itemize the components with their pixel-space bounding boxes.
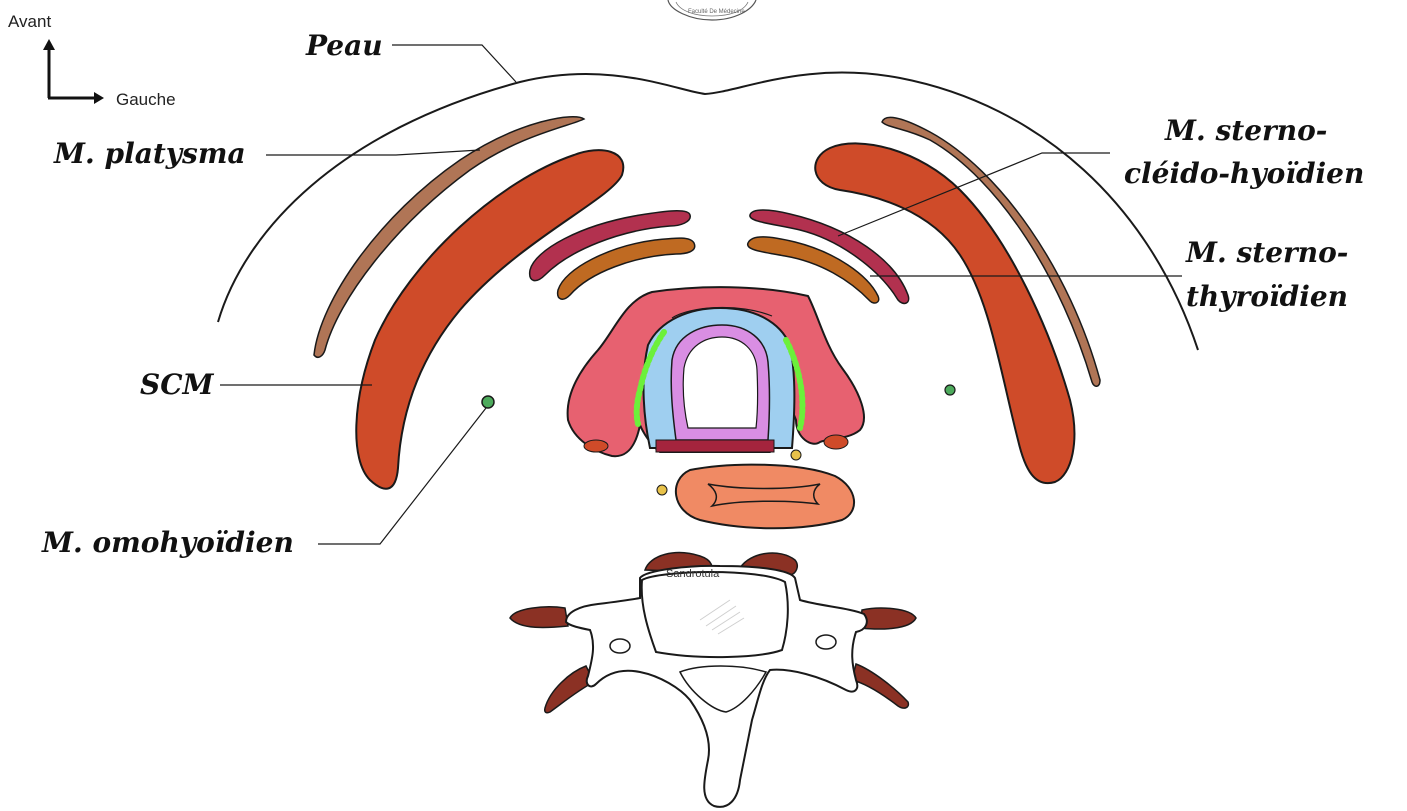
transverse-foramen-right xyxy=(816,635,836,649)
vessel-right-green xyxy=(945,385,955,395)
parathyroid-right xyxy=(824,435,848,449)
vertebra-annotation: Sandrotula xyxy=(666,568,720,580)
label-platysma: M. platysma xyxy=(53,137,246,170)
label-scm: SCM xyxy=(140,368,215,401)
front-arrow-head-icon xyxy=(43,39,55,50)
label-sternohyoid-line1: M. sterno- xyxy=(1164,114,1327,147)
orientation-indicator: Avant Gauche xyxy=(8,12,176,109)
airway-lumen xyxy=(683,337,757,428)
vertebral-body xyxy=(642,572,788,657)
left-arrow-head-icon xyxy=(94,92,104,104)
label-skin: Peau xyxy=(305,29,383,62)
label-sternohyoid-line2: cléido-hyoïdien xyxy=(1124,157,1364,190)
orientation-front-label: Avant xyxy=(8,12,51,31)
transverse-process-right-upper xyxy=(860,608,916,629)
esophagus xyxy=(676,465,854,529)
transverse-process-right-lower xyxy=(852,664,908,708)
stamp-text: Faculté De Médecine xyxy=(688,9,745,15)
vessel-yellow-lower xyxy=(657,485,667,495)
leader-skin xyxy=(392,45,516,82)
posterior-membrane xyxy=(656,440,774,452)
orientation-left-label: Gauche xyxy=(116,90,176,109)
leader-platysma xyxy=(266,150,480,155)
transverse-process-left-upper xyxy=(510,607,568,628)
vessel-yellow-upper xyxy=(791,450,801,460)
transverse-foramen-left xyxy=(610,639,630,653)
parathyroid-left xyxy=(584,440,608,452)
label-sternothyroid-line1: M. sterno- xyxy=(1185,236,1348,269)
faculty-stamp-logo: Faculté De Médecine xyxy=(668,0,756,20)
transverse-process-left-lower xyxy=(545,666,594,713)
cervical-vertebra: Sandrotula xyxy=(510,553,916,807)
label-omohyoid: M. omohyoïdien xyxy=(41,526,294,559)
vessel-left-green xyxy=(482,396,494,408)
label-sternothyroid-line2: thyroïdien xyxy=(1186,280,1348,313)
